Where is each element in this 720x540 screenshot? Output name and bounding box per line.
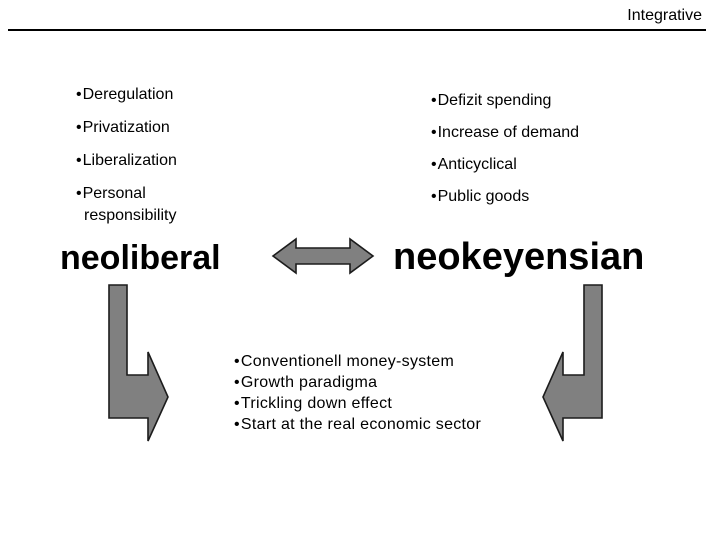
list-item: •Growth paradigma	[234, 372, 514, 393]
slide-title: Integrative	[627, 7, 702, 24]
list-item: •Start at the real economic sector	[234, 414, 514, 435]
list-item-label: Liberalization	[82, 152, 177, 169]
neokeyensian-bullet-list: •Defizit spending •Increase of demand •A…	[431, 90, 651, 218]
center-bullet-list: •Conventionell money-system •Growth para…	[234, 351, 514, 435]
list-item: •Personal responsibility	[76, 183, 216, 227]
bullet-icon: •	[431, 156, 437, 173]
double-arrow-shape	[271, 237, 375, 275]
list-item: •Public goods	[431, 186, 651, 208]
list-item-label: Personal responsibility	[82, 185, 177, 224]
list-item-label: Deregulation	[82, 86, 174, 103]
list-item: •Defizit spending	[431, 90, 651, 112]
bullet-icon: •	[234, 374, 240, 391]
list-item-label: Defizit spending	[437, 92, 552, 109]
list-item-label: Privatization	[82, 119, 170, 136]
list-item: •Anticyclical	[431, 154, 651, 176]
list-item-label: Trickling down effect	[240, 395, 393, 412]
list-item: •Increase of demand	[431, 122, 651, 144]
list-item-label: Increase of demand	[437, 124, 580, 141]
list-item: •Conventionell money-system	[234, 351, 514, 372]
bent-arrow-shape	[108, 284, 169, 442]
list-item-label: Start at the real economic sector	[240, 416, 482, 433]
neoliberal-heading: neoliberal	[60, 239, 221, 277]
header-rule	[8, 29, 706, 31]
list-item: •Liberalization	[76, 150, 216, 172]
bent-arrow-down-right-icon	[108, 284, 169, 442]
list-item-label: Public goods	[437, 188, 530, 205]
list-item-label: Growth paradigma	[240, 374, 378, 391]
list-item-label: Anticyclical	[437, 156, 517, 173]
bullet-icon: •	[431, 92, 437, 109]
list-item-label: Conventionell money-system	[240, 353, 455, 370]
neokeyensian-heading: neokeyensian	[393, 236, 645, 278]
bullet-icon: •	[76, 86, 82, 103]
bullet-icon: •	[431, 124, 437, 141]
list-item: •Privatization	[76, 117, 216, 139]
bullet-icon: •	[234, 395, 240, 412]
bent-arrow-down-left-icon	[542, 284, 603, 442]
bullet-icon: •	[234, 416, 240, 433]
bullet-icon: •	[234, 353, 240, 370]
bullet-icon: •	[431, 188, 437, 205]
neoliberal-bullet-list: •Deregulation •Privatization •Liberaliza…	[76, 84, 216, 238]
bullet-icon: •	[76, 152, 82, 169]
list-item: •Trickling down effect	[234, 393, 514, 414]
bent-arrow-shape	[542, 284, 603, 442]
bullet-icon: •	[76, 185, 82, 202]
bullet-icon: •	[76, 119, 82, 136]
double-arrow-icon	[271, 237, 375, 275]
list-item: •Deregulation	[76, 84, 216, 106]
